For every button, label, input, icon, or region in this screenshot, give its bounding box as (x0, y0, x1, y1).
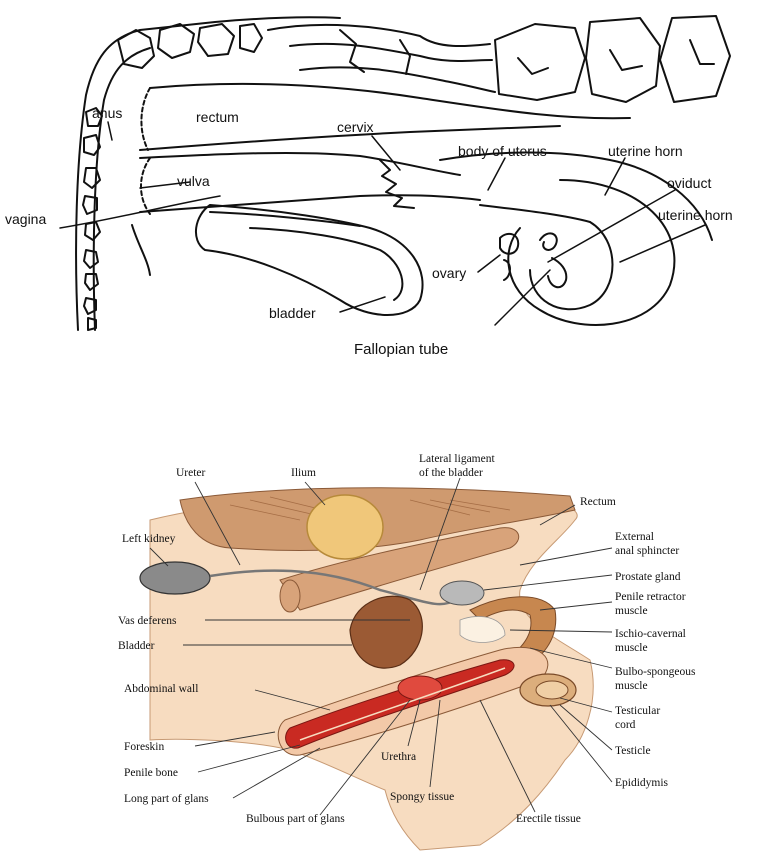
label-rectum: Rectum (580, 496, 616, 508)
leader-body-uterus (488, 158, 505, 190)
label-cervix: cervix (337, 119, 374, 135)
label-bulbous-part-of-glans: Bulbous part of glans (246, 813, 345, 825)
rectum-end (280, 580, 300, 612)
label-fallopian-tube: Fallopian tube (354, 341, 448, 358)
label-bladder: bladder (269, 305, 316, 321)
label-vulva: vulva (177, 173, 210, 189)
vulva-ring (141, 158, 150, 214)
label-external-anal-1: External (615, 531, 654, 543)
label-long-part-of-glans: Long part of glans (124, 793, 209, 805)
label-epididymis: Epididymis (615, 777, 669, 789)
epididymis-shape (536, 681, 568, 699)
label-uterine-horn-1: uterine horn (608, 143, 683, 159)
label-testicular-cord-2: cord (615, 719, 636, 731)
label-penile-retractor-1: Penile retractor (615, 591, 686, 603)
bladder-outline (196, 205, 423, 315)
label-vagina: vagina (5, 211, 46, 227)
label-rectum: rectum (196, 109, 239, 125)
prostate-shape (440, 581, 484, 605)
label-ilium: Ilium (291, 467, 316, 479)
label-anus: anus (92, 105, 122, 121)
label-bulbo-spongeous-2: muscle (615, 680, 648, 692)
female-labels: anus rectum cervix body of uterus uterin… (5, 105, 733, 358)
urethra-line (210, 212, 360, 226)
label-prostate-gland: Prostate gland (615, 571, 681, 583)
label-oviduct: oviduct (667, 175, 711, 191)
vagina-top (140, 153, 460, 175)
label-ovary: ovary (432, 265, 466, 281)
leader-anus (108, 122, 112, 140)
label-penile-retractor-2: muscle (615, 605, 648, 617)
left-kidney-shape (140, 562, 210, 594)
label-abdominal-wall: Abdominal wall (124, 683, 198, 695)
leader-uterine-horn-2 (620, 225, 705, 262)
anal-ring (141, 88, 150, 150)
male-diagram (140, 478, 612, 850)
label-testicular-cord-1: Testicular (615, 705, 660, 717)
uterine-horn-inner (530, 222, 613, 309)
ilium-bone (307, 495, 383, 559)
label-bladder: Bladder (118, 640, 155, 652)
label-external-anal-2: anal sphincter (615, 545, 679, 557)
label-penile-bone: Penile bone (124, 767, 178, 779)
label-urethra: Urethra (381, 751, 416, 763)
label-vas-deferens: Vas deferens (118, 615, 177, 627)
label-spongy-tissue: Spongy tissue (390, 791, 454, 803)
label-foreskin: Foreskin (124, 741, 165, 753)
vertebrae (83, 108, 102, 330)
uterus-body-top (440, 153, 712, 241)
label-lateral-ligament-2: of the bladder (419, 467, 483, 479)
label-ureter: Ureter (176, 467, 206, 479)
pelvic-bones (118, 16, 730, 102)
bulbous-glans (398, 676, 442, 700)
oviduct-coil (540, 233, 566, 287)
label-left-kidney: Left kidney (122, 533, 176, 545)
label-ischio-cavernal-2: muscle (615, 642, 648, 654)
label-uterine-horn-2: uterine horn (658, 207, 733, 223)
bladder-inner (250, 228, 402, 300)
label-testicle: Testicle (615, 745, 651, 757)
female-diagram (60, 16, 730, 330)
uterus-body-bottom (480, 205, 590, 222)
leader-ovary (478, 255, 500, 272)
label-body-of-uterus: body of uterus (458, 143, 547, 159)
vagina-bottom (140, 195, 480, 212)
label-lateral-ligament-1: Lateral ligament (419, 453, 495, 465)
label-ischio-cavernal-1: Ischio-cavernal (615, 628, 686, 640)
label-erectile-tissue: Erectile tissue (516, 813, 581, 825)
perineum (132, 225, 150, 275)
label-bulbo-spongeous-1: Bulbo-spongeous (615, 666, 696, 678)
